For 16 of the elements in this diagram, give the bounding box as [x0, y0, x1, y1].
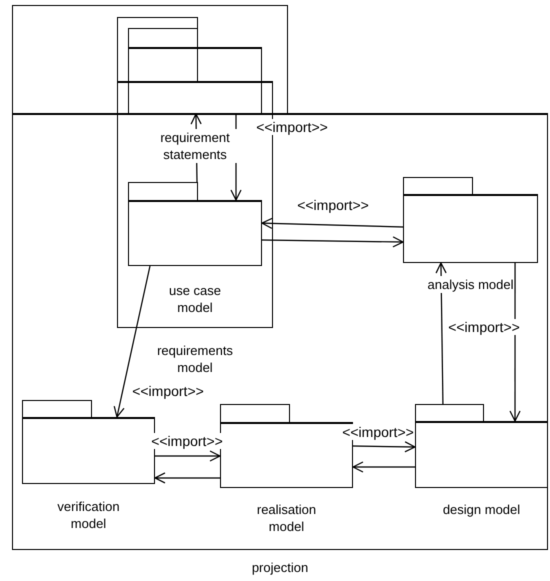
- edge-label: <<import>>: [132, 383, 204, 399]
- import-arrow: [262, 236, 404, 248]
- edge-label: <<import>>: [151, 433, 223, 449]
- import-arrow: [155, 450, 221, 462]
- uml-package: [403, 177, 538, 295]
- edge-label: <<import>>: [342, 424, 414, 440]
- edge-label: <<import>>: [256, 119, 328, 135]
- edge-label: <<import>>: [297, 197, 369, 213]
- import-arrow: [509, 263, 521, 422]
- import-arrow: [352, 461, 415, 473]
- import-arrow: [114, 266, 151, 418]
- import-arrow: [261, 218, 404, 229]
- edge-label: <<import>>: [448, 319, 520, 335]
- import-arrow: [353, 441, 416, 452]
- import-arrow: [154, 472, 220, 484]
- package-label: analysis model: [428, 276, 514, 293]
